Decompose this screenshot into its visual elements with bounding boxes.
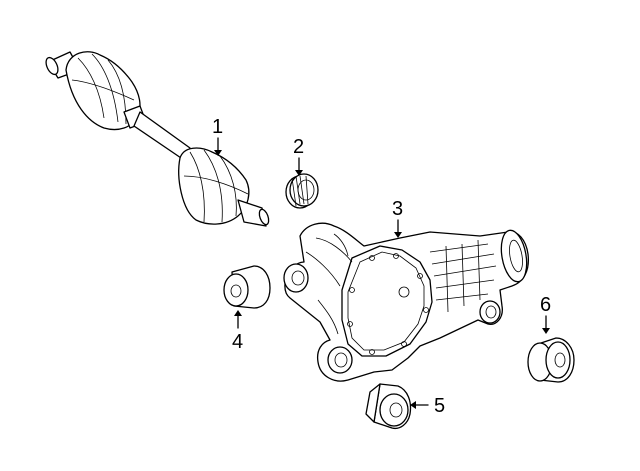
callout-number-2: 2 <box>293 136 304 158</box>
differential-housing <box>283 222 530 382</box>
cv-axle-shaft <box>45 51 270 227</box>
callout-number-4: 4 <box>232 331 243 353</box>
bushing-5 <box>365 383 412 430</box>
callout-number-5: 5 <box>434 395 445 417</box>
callout-number-3: 3 <box>392 198 403 220</box>
callout-number-6: 6 <box>540 294 551 316</box>
callout-number-1: 1 <box>212 116 223 138</box>
axle-seal <box>285 173 319 209</box>
callout-3: 3 <box>392 198 403 238</box>
callout-1: 1 <box>212 116 223 156</box>
callout-6: 6 <box>540 294 551 334</box>
callout-5: 5 <box>410 395 445 417</box>
bushing-4 <box>223 265 271 309</box>
callout-4: 4 <box>232 310 243 353</box>
bushing-6 <box>527 337 575 383</box>
callout-2: 2 <box>293 136 304 176</box>
